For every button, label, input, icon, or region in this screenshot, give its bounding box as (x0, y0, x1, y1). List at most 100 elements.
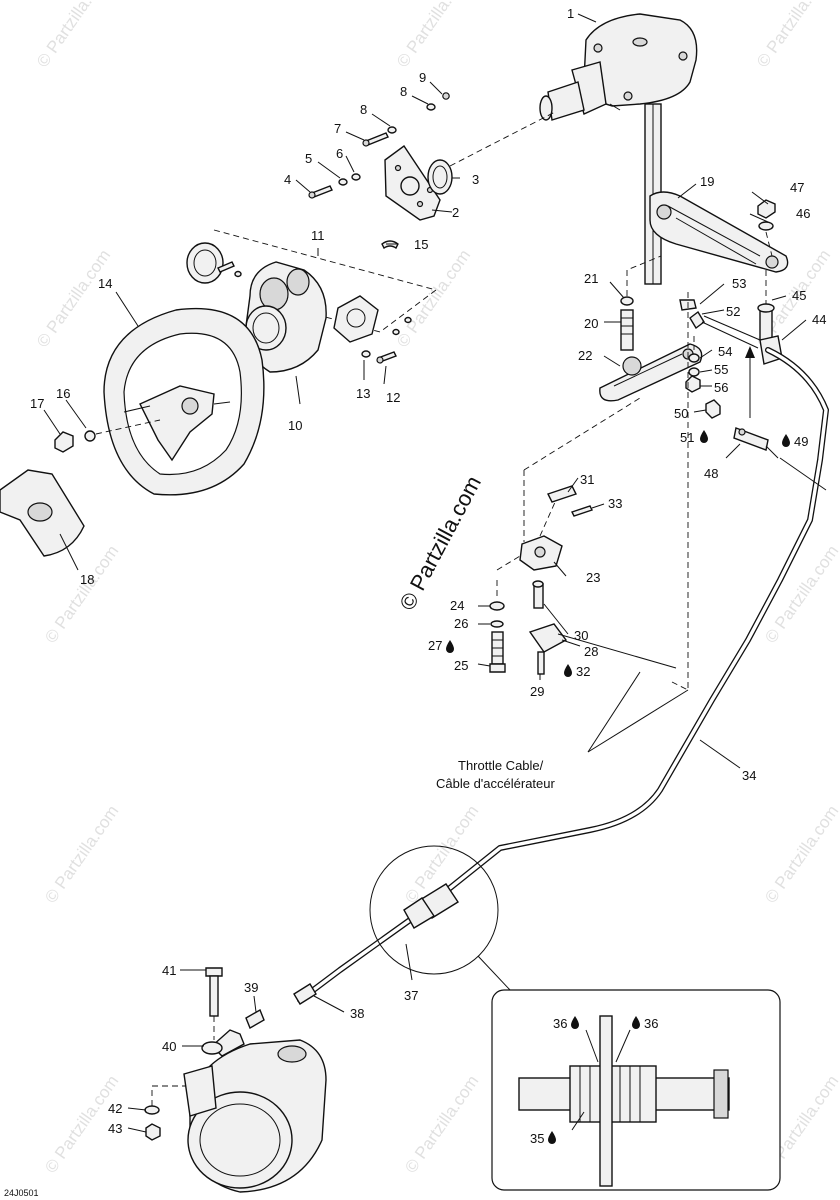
label-11: 11 (311, 228, 325, 243)
cable-bracket (705, 399, 769, 451)
watermark: © Partzilla.com (753, 0, 834, 71)
center-watermark: © Partzilla.com (394, 472, 486, 615)
label-34: 34 (742, 768, 756, 783)
watermark: © Partzilla.com (33, 246, 114, 351)
label-38: 38 (350, 1006, 364, 1021)
label-16: 16 (56, 386, 70, 401)
upper-arm (649, 191, 789, 273)
callout-line2: Câble d'accélérateur (436, 776, 555, 791)
ball-joint-linkage (679, 299, 783, 393)
watermark: © Partzilla.com (393, 246, 474, 351)
label-39: 39 (244, 980, 258, 995)
label-37: 37 (404, 988, 418, 1003)
label-7: 7 (334, 121, 341, 136)
label-10: 10 (288, 418, 302, 433)
label-3: 3 (472, 172, 479, 187)
drop-icon (571, 1016, 579, 1029)
label-15: 15 (414, 237, 428, 252)
drop-icon (782, 434, 790, 447)
wheel-nut-washer (54, 419, 161, 453)
lubricant-drop-icons (446, 430, 790, 1144)
label-29: 29 (530, 684, 544, 699)
drop-icon (548, 1131, 556, 1144)
label-19: 19 (700, 174, 714, 189)
watermark: © Partzilla.com (33, 0, 114, 71)
label-14: 14 (98, 276, 112, 291)
label-27: 27 (428, 638, 442, 653)
label-30: 30 (574, 628, 588, 643)
label-47: 47 (790, 180, 804, 195)
leader-lines (43, 13, 807, 1133)
lower-arm (599, 343, 703, 402)
watermark: © Partzilla.com (41, 802, 122, 907)
label-52: 52 (726, 304, 740, 319)
label-46: 46 (796, 206, 810, 221)
horn-pad-cover (0, 469, 85, 557)
label-24: 24 (450, 598, 464, 613)
label-35: 35 (530, 1131, 544, 1146)
arm-hardware-left (620, 255, 662, 351)
label-26: 26 (454, 616, 468, 631)
watermark: © Partzilla.com (41, 542, 122, 647)
label-21: 21 (584, 271, 598, 286)
steering-wheel (103, 307, 265, 496)
label-4: 4 (284, 172, 291, 187)
label-9: 9 (419, 70, 426, 85)
label-50: 50 (674, 406, 688, 421)
label-22: 22 (578, 348, 592, 363)
diagram-code: 24J0501 (4, 1188, 39, 1198)
label-53: 53 (732, 276, 746, 291)
label-36a: 36 (553, 1016, 567, 1031)
arrow-indicator (745, 346, 755, 418)
watermark: © Partzilla.com (401, 1072, 482, 1177)
throttle-lever-assembly (489, 485, 677, 675)
drop-icon (700, 430, 708, 443)
label-40: 40 (162, 1039, 176, 1054)
label-56: 56 (714, 380, 728, 395)
part-labels: 1 2 3 4 5 6 7 8 8 9 10 11 12 13 14 15 16… (30, 6, 826, 1146)
label-20: 20 (584, 316, 598, 331)
label-43: 43 (108, 1121, 122, 1136)
throttle-cable-callout: Throttle Cable/ Câble d'accélérateur (436, 758, 555, 791)
label-42: 42 (108, 1101, 122, 1116)
cable-end-assembly (144, 967, 317, 1141)
label-25: 25 (454, 658, 468, 673)
throttle-cable (297, 347, 829, 1003)
label-51: 51 (680, 430, 694, 445)
label-1: 1 (567, 6, 574, 21)
bearing-ring (427, 159, 453, 195)
label-13: 13 (356, 386, 370, 401)
label-17: 17 (30, 396, 44, 411)
label-55: 55 (714, 362, 728, 377)
label-23: 23 (586, 570, 600, 585)
throttle-body (183, 1039, 327, 1193)
label-41: 41 (162, 963, 176, 978)
drop-icon (446, 640, 454, 653)
drop-icon (632, 1016, 640, 1029)
steering-cover (186, 229, 438, 373)
label-2: 2 (452, 205, 459, 220)
label-54: 54 (718, 344, 732, 359)
label-33: 33 (608, 496, 622, 511)
callout-line1: Throttle Cable/ (458, 758, 544, 773)
bracket-hardware (308, 92, 556, 199)
watermark: © Partzilla.com (393, 0, 474, 71)
label-32: 32 (576, 664, 590, 679)
label-49: 49 (794, 434, 808, 449)
throttle-cable-leader (587, 671, 741, 769)
detail-box (491, 989, 781, 1191)
label-45: 45 (792, 288, 806, 303)
guide-lines (523, 292, 689, 691)
adjuster-detail-circle (369, 845, 511, 991)
watermark: © Partzilla.com (761, 802, 840, 907)
label-31: 31 (580, 472, 594, 487)
label-12: 12 (386, 390, 400, 405)
label-8b: 8 (400, 84, 407, 99)
arm-hardware-right (757, 199, 776, 341)
label-48: 48 (704, 466, 718, 481)
drop-icon (564, 664, 572, 677)
label-6: 6 (336, 146, 343, 161)
label-28: 28 (584, 644, 598, 659)
label-8a: 8 (360, 102, 367, 117)
